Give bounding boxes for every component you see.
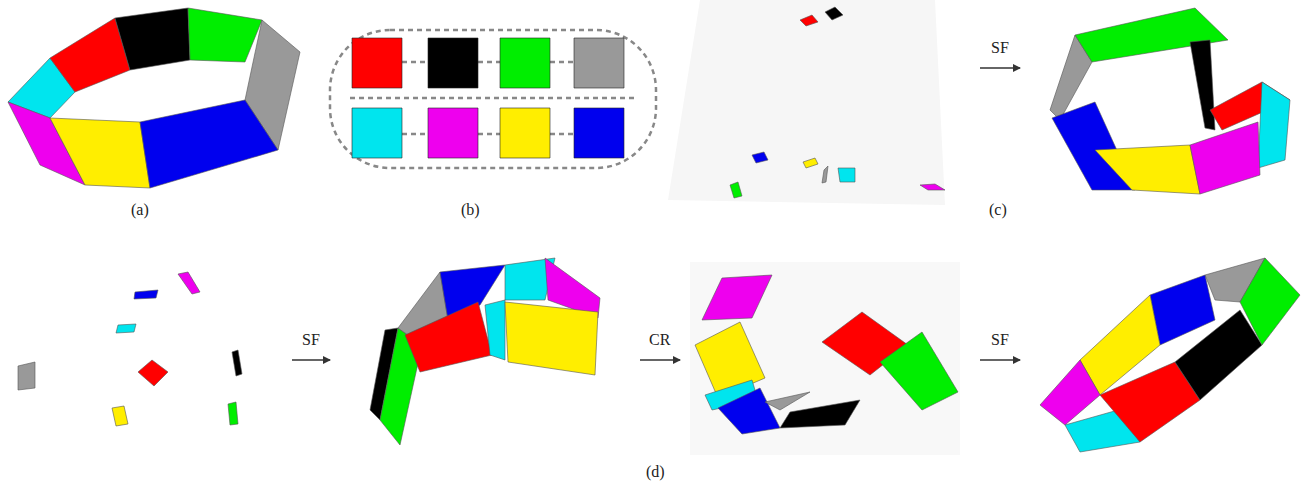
ring-c (1050, 8, 1290, 194)
panel-label: (a) (131, 202, 149, 218)
scattered-pieces-d3 (690, 262, 960, 455)
arrow (980, 67, 1020, 69)
unfolded-squares (330, 30, 656, 168)
panel-label: (d) (646, 464, 665, 480)
arrow (292, 359, 330, 361)
operation-label: SF (991, 40, 1009, 56)
scattered-pieces-c (668, 0, 945, 205)
folded-band-d2 (370, 258, 600, 445)
arrow (640, 359, 680, 361)
ring-a (8, 8, 300, 188)
scattered-pieces-d1 (18, 272, 242, 426)
operation-label: SF (991, 332, 1009, 348)
ring-d4 (1040, 258, 1300, 452)
operation-label: CR (649, 332, 670, 348)
panel-label: (c) (989, 202, 1007, 218)
operation-label: SF (302, 332, 320, 348)
panel-label: (b) (461, 202, 480, 218)
arrow (980, 359, 1020, 361)
